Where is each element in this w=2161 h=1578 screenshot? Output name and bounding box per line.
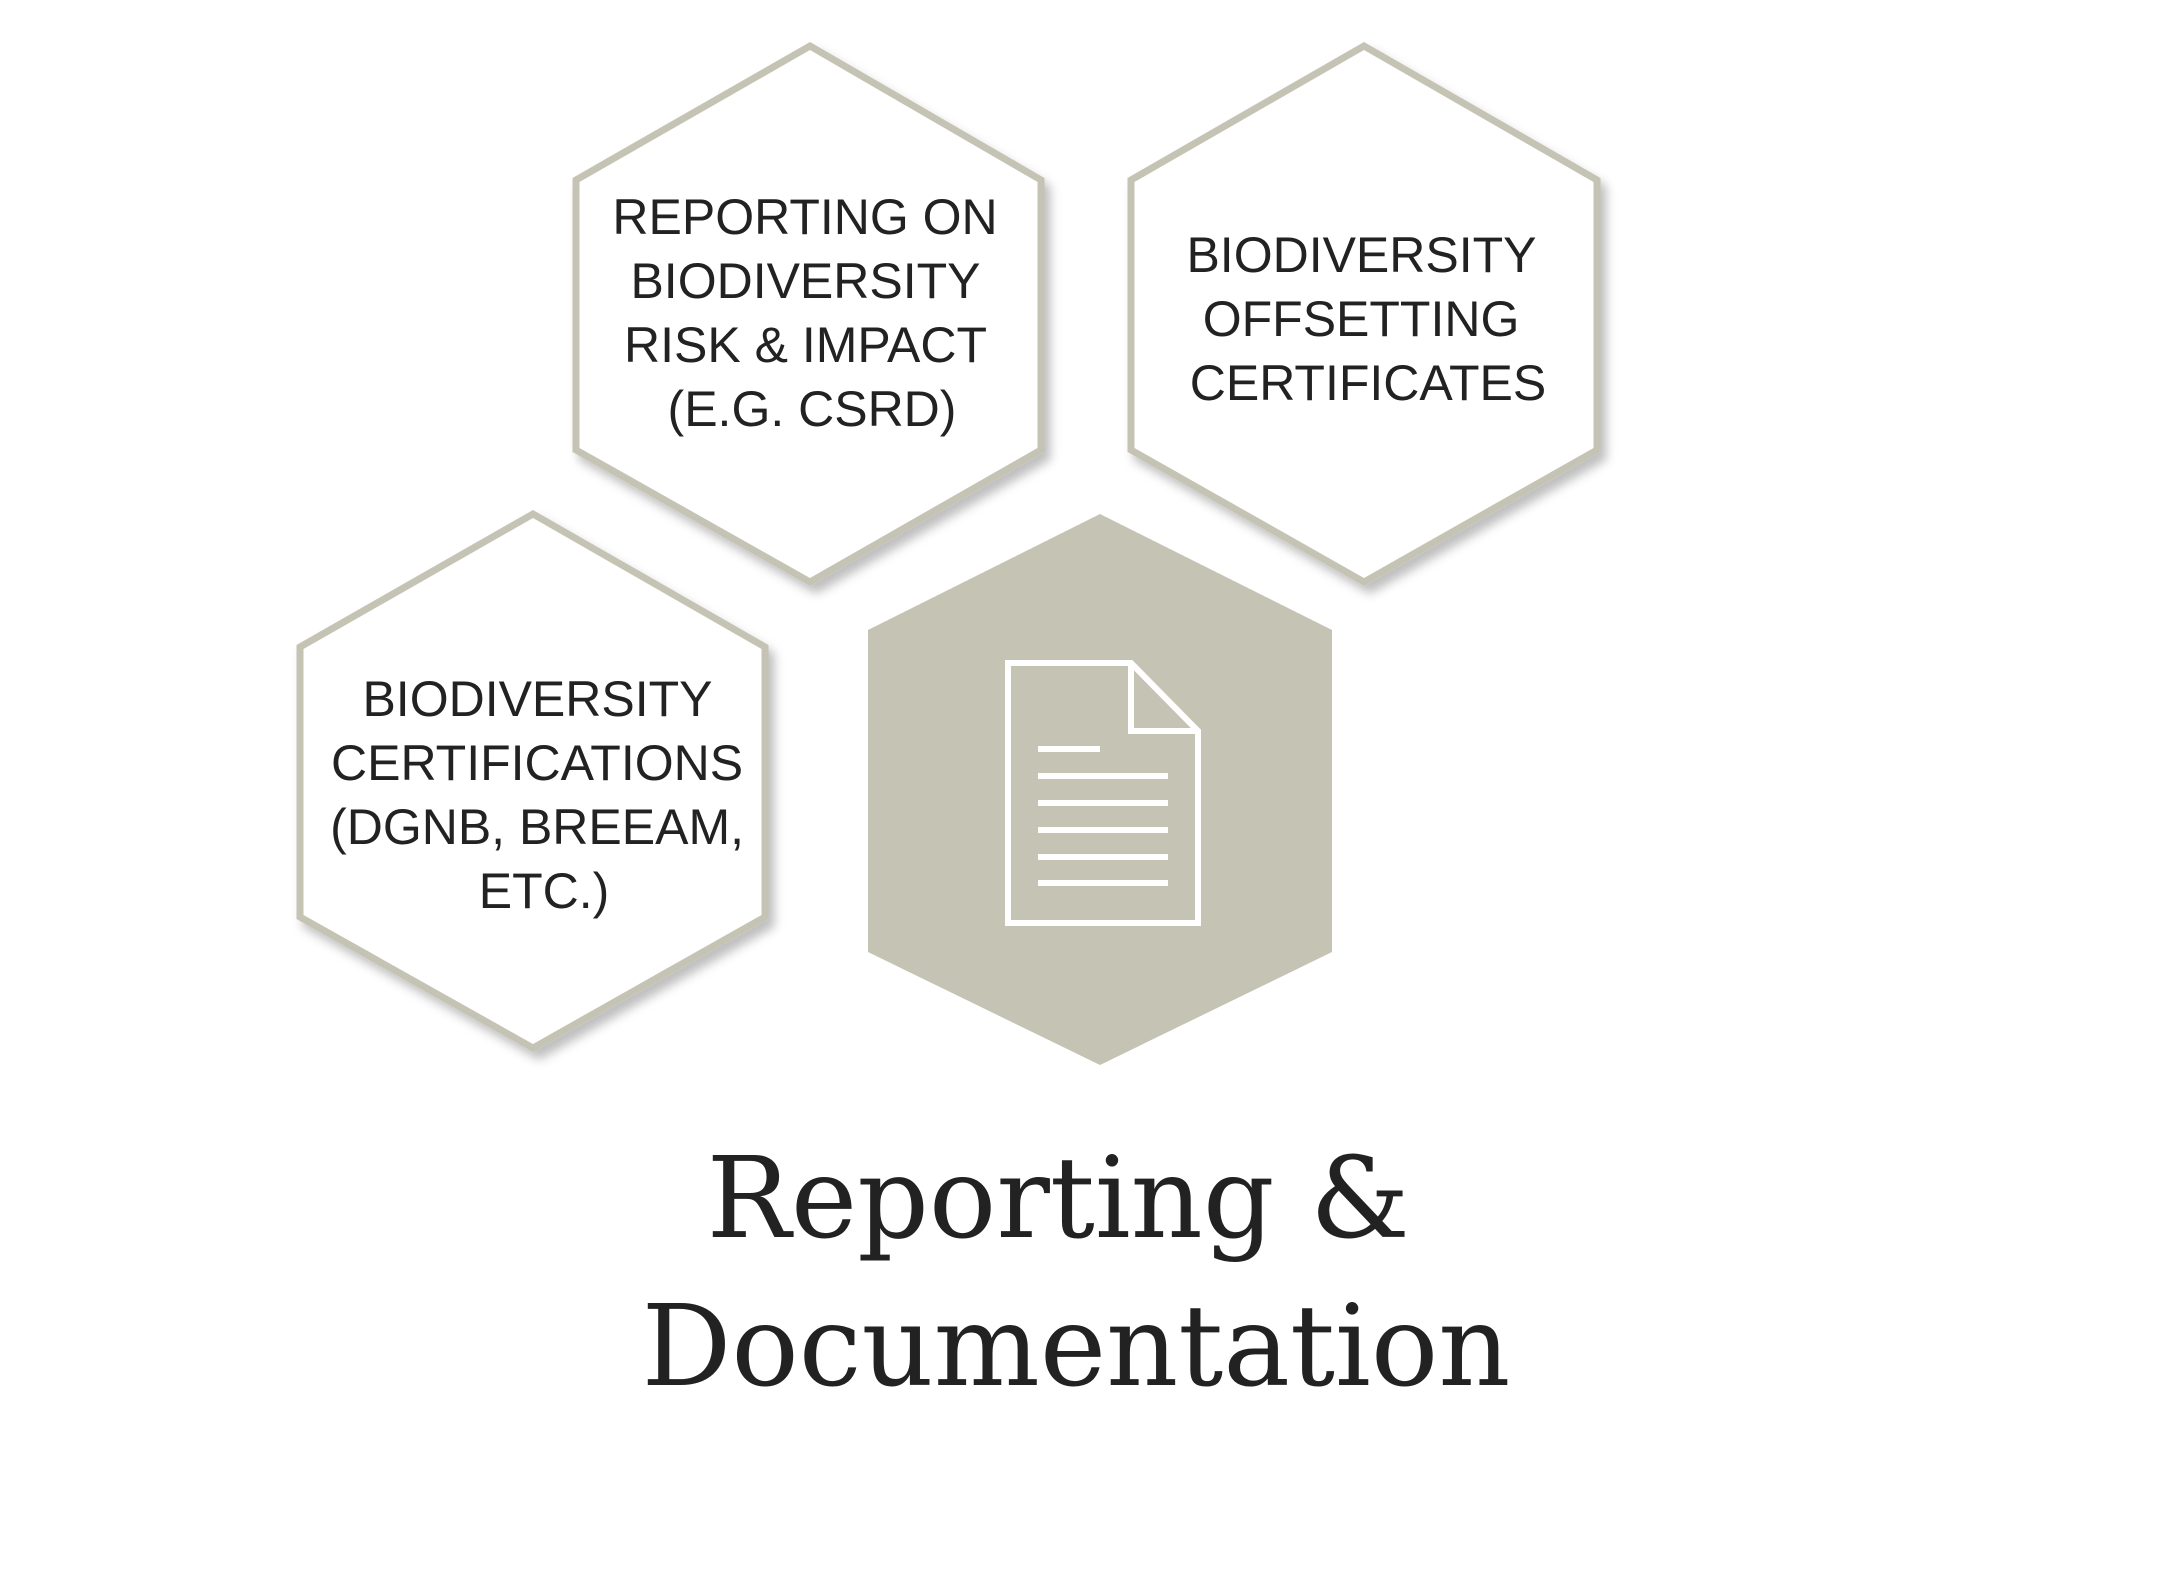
hexagon-reporting-risk-impact: REPORTING ON BIODIVERSITY RISK & IMPACT … <box>572 41 1045 587</box>
hex-label-line: OFFSETTING <box>1203 291 1520 347</box>
hex-label-line: BIODIVERSITY <box>362 671 712 727</box>
hex-label-line: BIODIVERSITY <box>630 253 980 309</box>
title-line-1: Reporting & <box>707 1134 1410 1264</box>
svg-text:BIODIVERSITY CERTIFICATI: BIODIVERSITY CERTIFICATIONS (DGNB, BREEA… <box>330 671 758 919</box>
svg-text:BIODIVERSITY OFFSETTING: BIODIVERSITY OFFSETTING CERTIFICATES <box>1186 227 1549 411</box>
hex-label-line: CERTIFICATIONS <box>331 735 743 791</box>
hexagon-certifications: BIODIVERSITY CERTIFICATIONS (DGNB, BREEA… <box>296 509 769 1053</box>
hexagon-center-filled <box>868 514 1332 1065</box>
hex-label-line: (DGNB, BREEAM, <box>330 799 744 855</box>
hex-label-line: (E.G. CSRD) <box>668 381 957 437</box>
hexagon-offsetting-certificates: BIODIVERSITY OFFSETTING CERTIFICATES <box>1127 41 1601 587</box>
document-icon <box>1005 660 1201 926</box>
hex-label-line: RISK & IMPACT <box>624 317 986 373</box>
svg-text:REPORTING ON BIODIVERSIT: REPORTING ON BIODIVERSITY RISK & IMPACT … <box>612 189 1011 437</box>
hex-label-line: CERTIFICATES <box>1190 355 1547 411</box>
hex-label-line: REPORTING ON <box>612 189 997 245</box>
title-line-2: Documentation <box>642 1282 1511 1412</box>
hex-label-line: BIODIVERSITY <box>1186 227 1536 283</box>
hex-label-line: ETC.) <box>479 863 610 919</box>
page-title: Reporting & Documentation <box>642 1134 1511 1412</box>
